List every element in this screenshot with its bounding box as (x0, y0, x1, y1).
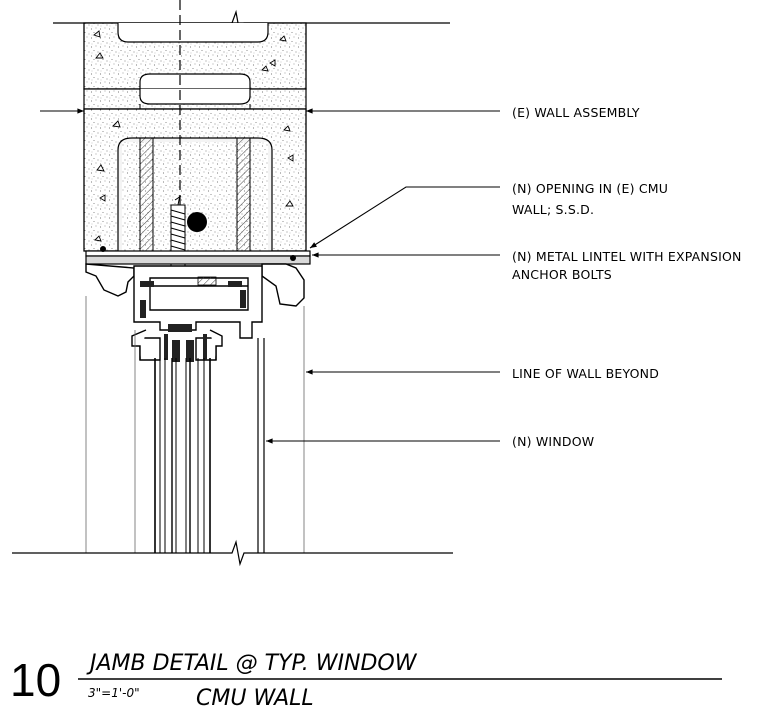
window-glazing-lines (154, 338, 265, 553)
detail-number: 10 (10, 654, 61, 706)
callout-opening-line2: WALL; S.S.D. (512, 202, 594, 217)
callout-wall-assembly: (E) WALL ASSEMBLY (512, 105, 640, 120)
cmu-unit-upper (83, 22, 307, 90)
mortar-joint (83, 88, 307, 110)
detail-title-line2: CMU WALL (196, 686, 314, 711)
detail-scale: 3"=1'-0" (88, 686, 140, 700)
leader-lines (40, 108, 500, 444)
metal-lintel (85, 246, 311, 265)
callout-opening-line1: (N) OPENING IN (E) CMU (512, 181, 668, 196)
callout-lintel-line1: (N) METAL LINTEL WITH EXPANSION (512, 249, 742, 264)
detail-title-line1: JAMB DETAIL @ TYP. WINDOW (86, 651, 418, 676)
rebar-section (187, 212, 207, 232)
bottom-break-line (12, 539, 453, 567)
window-frame-extrusion (85, 263, 305, 361)
aggregate-marks (93, 30, 294, 242)
callout-window: (N) WINDOW (512, 434, 594, 449)
callout-lintel-line2: ANCHOR BOLTS (512, 267, 612, 282)
callout-wall-beyond: LINE OF WALL BEYOND (512, 366, 659, 381)
window-gaskets (140, 276, 246, 362)
wall-beyond-lines (85, 296, 305, 553)
title-block: 10 JAMB DETAIL @ TYP. WINDOW 3"=1'-0" CM… (10, 651, 722, 711)
